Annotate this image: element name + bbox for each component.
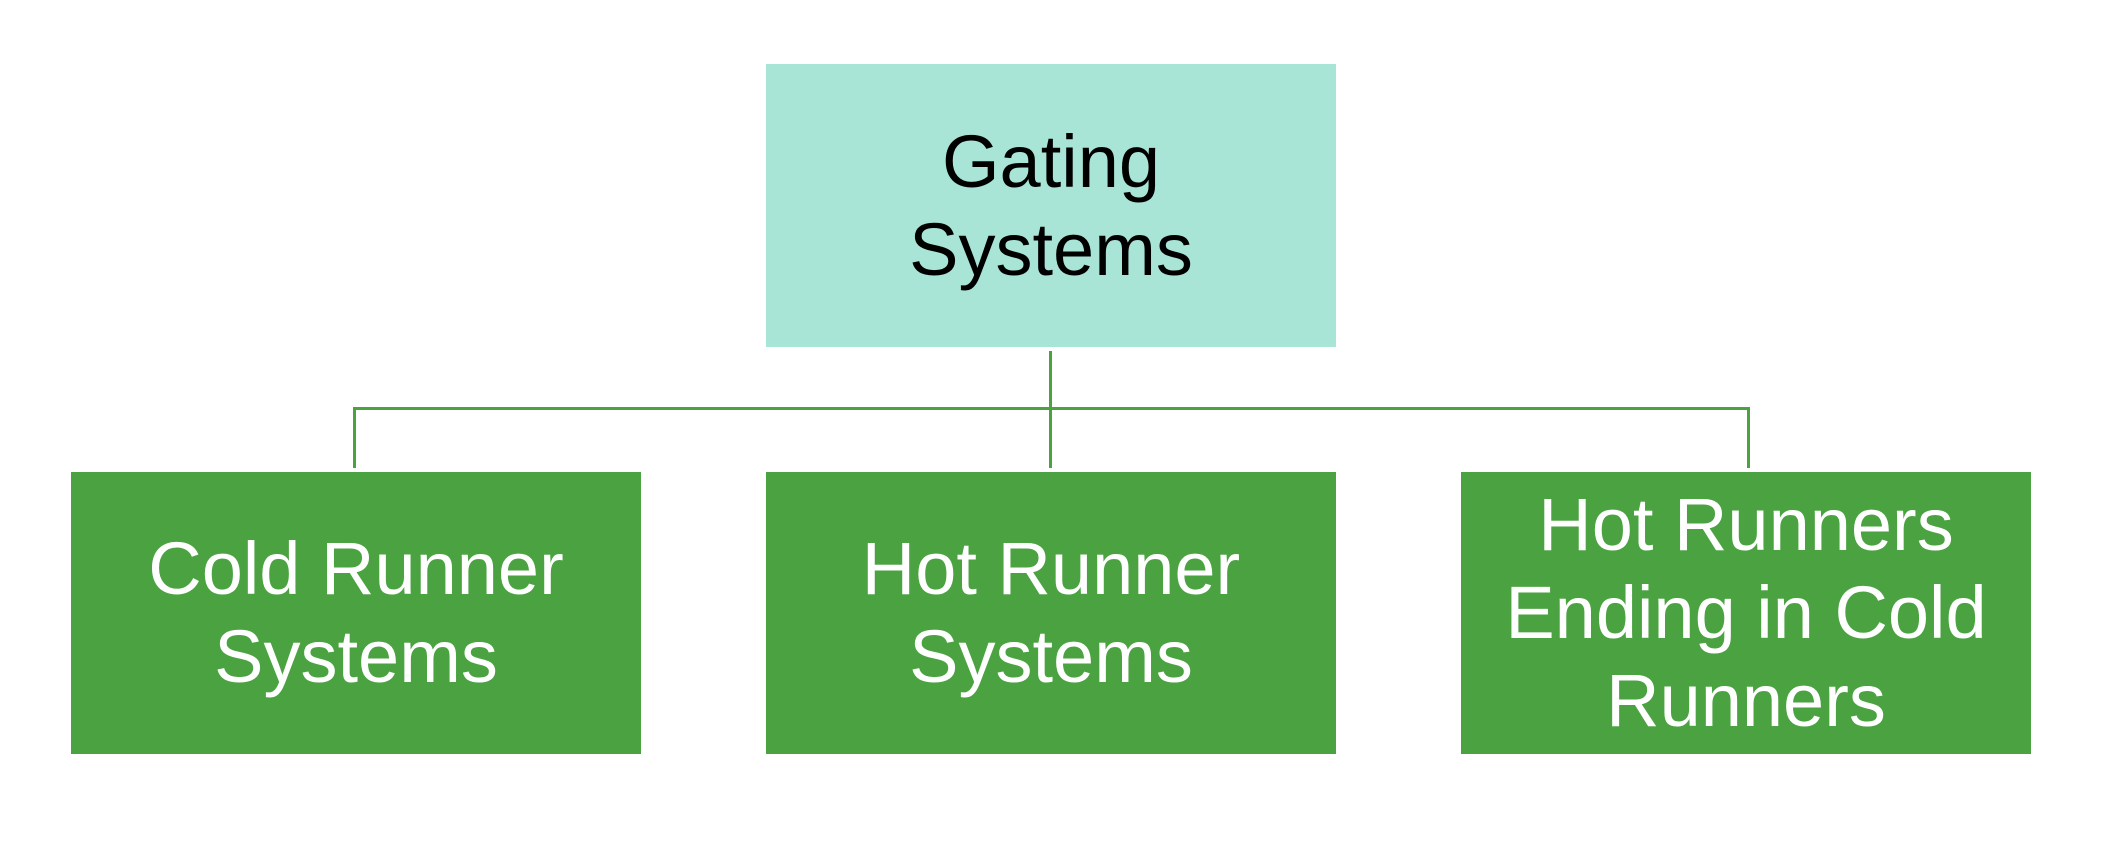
- child-node-cold-runner: Cold Runner Systems: [71, 472, 641, 754]
- child-node-label: Cold Runner Systems: [148, 527, 564, 698]
- child-node-label: Hot Runners Ending in Cold Runners: [1505, 483, 1987, 742]
- child-node-label: Hot Runner Systems: [861, 527, 1241, 698]
- root-node-label: Gating Systems: [909, 119, 1193, 291]
- connector-bus: [353, 407, 1750, 410]
- root-node: Gating Systems: [766, 64, 1336, 347]
- child-node-hot-to-cold: Hot Runners Ending in Cold Runners: [1461, 472, 2031, 754]
- connector-drop-right: [1747, 407, 1750, 468]
- connector-drop-left: [353, 407, 356, 468]
- child-node-hot-runner: Hot Runner Systems: [766, 472, 1336, 754]
